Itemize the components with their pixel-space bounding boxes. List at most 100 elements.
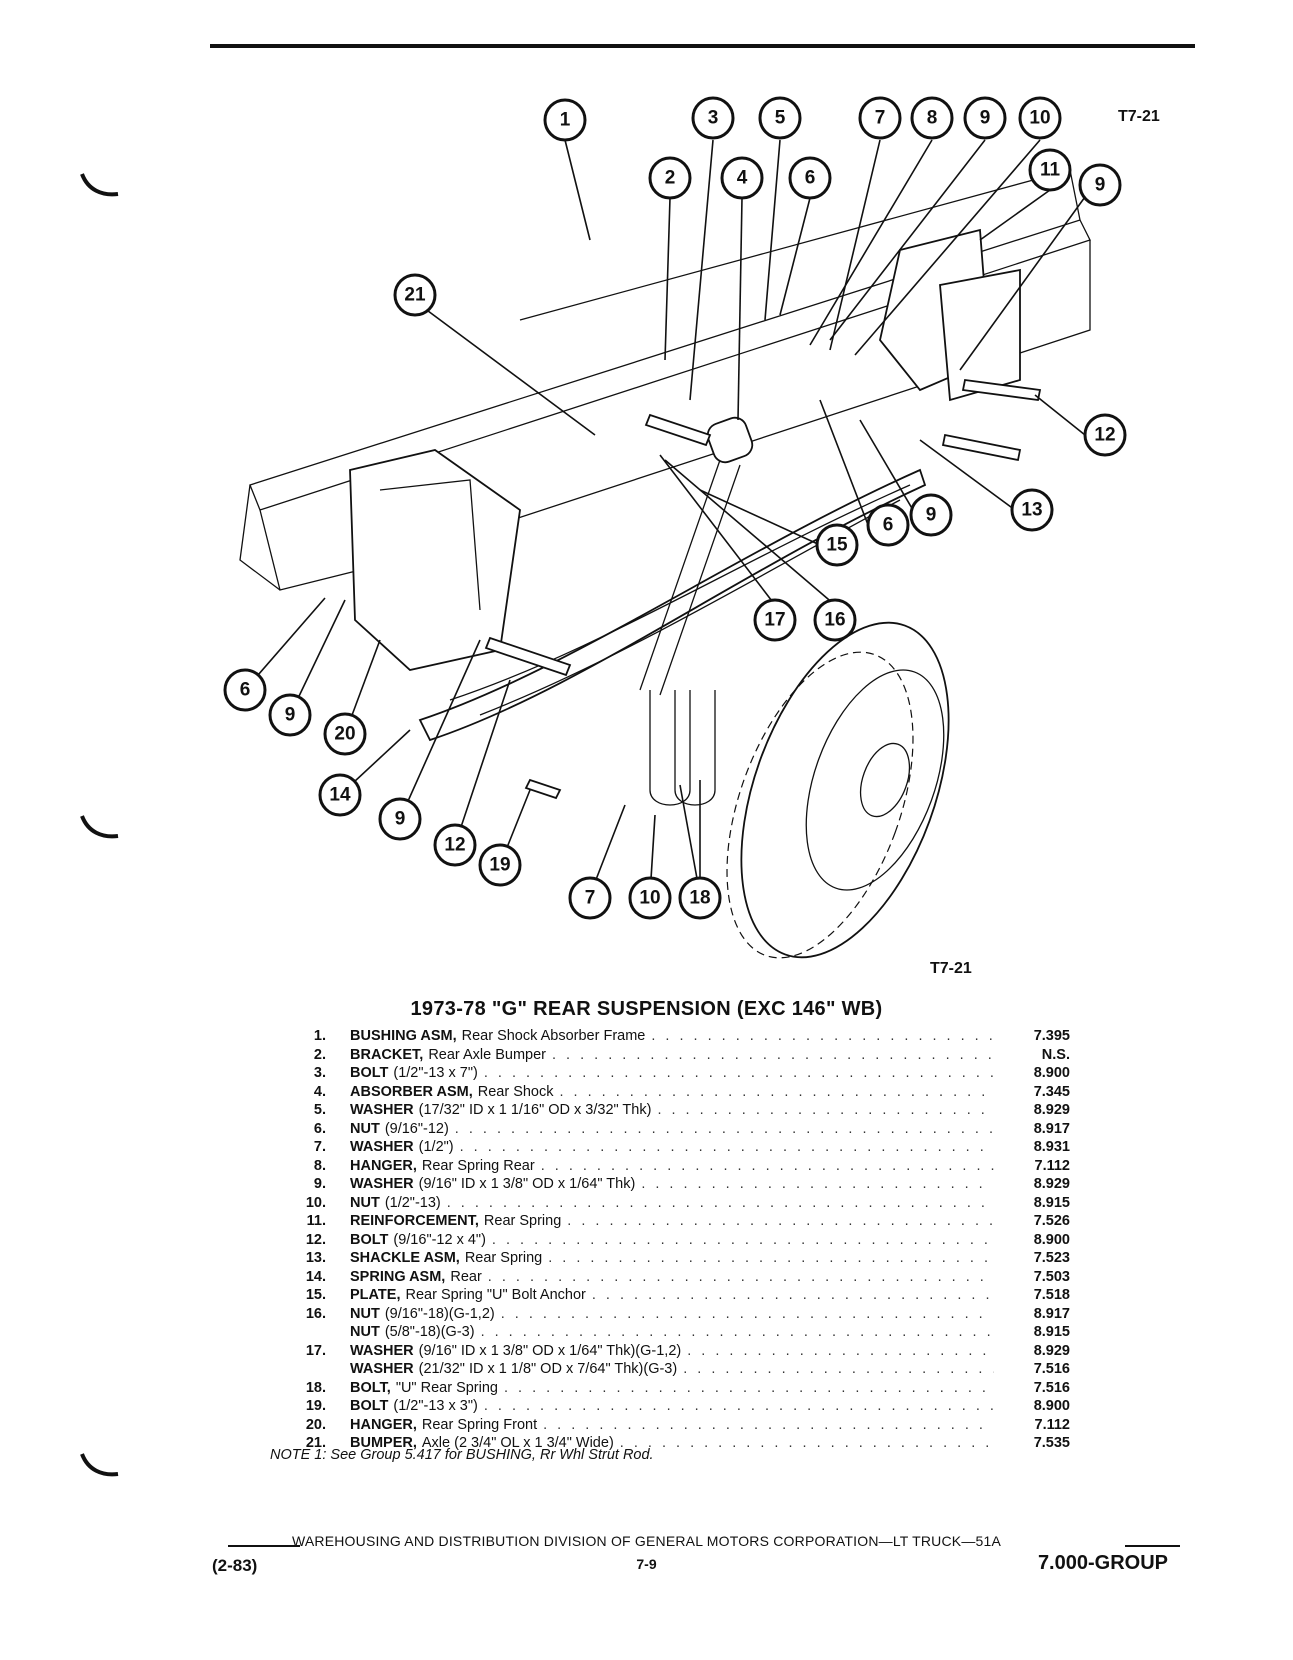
page-title: 1973-78 "G" REAR SUSPENSION (EXC 146" WB… [410, 998, 883, 1020]
callout-12-right: 12 [1083, 413, 1127, 457]
svg-text:12: 12 [1094, 425, 1115, 446]
part-name: WASHER [350, 1176, 414, 1192]
part-number: 6. [313, 1120, 326, 1137]
part-description: (9/16"-18)(G-1,2) [384, 1305, 495, 1322]
part-group-ref: 7.112 [1034, 1416, 1071, 1433]
part-name: WASHER [350, 1361, 414, 1377]
callout-7-bottom: 7 [568, 876, 612, 920]
leader-dots [541, 1157, 994, 1176]
leader-dots [481, 1323, 994, 1342]
svg-text:6: 6 [805, 168, 816, 189]
part-description: "U" Rear Spring [395, 1379, 498, 1396]
svg-text:9: 9 [926, 505, 937, 526]
part-group-ref: 7.112 [1034, 1157, 1071, 1174]
parts-row: 21.BUMPER,Axle (2 3/4" OL x 1 3/4" Wide)… [270, 1434, 1070, 1453]
svg-text:9: 9 [285, 705, 296, 726]
part-number: 20. [305, 1416, 326, 1433]
part-description: Rear Spring Front [421, 1416, 538, 1433]
figure-code-bottom: T7-21 [930, 960, 972, 977]
part-name: ABSORBER ASM, [350, 1083, 473, 1100]
part-group-ref: 8.929 [1033, 1176, 1070, 1192]
parts-row: 6.NUT(9/16"-12)8.917 [270, 1120, 1070, 1139]
suspension-diagram: 1 2 3 4 5 6 7 8 9 10 11 9 21 12 13 15 6 … [220, 90, 1200, 970]
parts-row: 18.BOLT,"U" Rear Spring7.516 [270, 1379, 1070, 1398]
callout-18: 18 [678, 876, 722, 920]
svg-text:15: 15 [826, 535, 848, 556]
leader-dots [484, 1064, 994, 1083]
part-description: (1/2"-13) [384, 1194, 441, 1211]
part-number: 14. [305, 1268, 326, 1285]
part-number: 16. [305, 1305, 326, 1322]
part-number: 5. [313, 1102, 326, 1118]
leader-dots [484, 1397, 994, 1416]
part-name: REINFORCEMENT, [350, 1213, 479, 1229]
svg-text:9: 9 [395, 809, 406, 830]
leader-dots [543, 1416, 994, 1435]
part-number: 12. [305, 1231, 326, 1248]
binder-mark-icon [80, 173, 119, 197]
leader-lines [244, 139, 1091, 896]
callout-10-bottom: 10 [628, 876, 672, 920]
leader-dots [560, 1083, 995, 1102]
footer-date: (2-83) [212, 1556, 258, 1575]
callout-9-bottom: 9 [378, 797, 422, 841]
part-name: NUT [350, 1305, 380, 1322]
svg-text:14: 14 [329, 785, 351, 806]
parts-row: 12.BOLT(9/16"-12 x 4")8.900 [270, 1231, 1070, 1250]
svg-text:6: 6 [240, 680, 251, 701]
part-name: BUMPER, [350, 1435, 417, 1451]
callout-7: 7 [858, 96, 902, 140]
svg-text:20: 20 [334, 724, 355, 745]
part-description: (21/32" ID x 1 1/8" OD x 7/64" Thk)(G-3) [418, 1361, 678, 1377]
callout-13: 13 [1010, 488, 1054, 532]
part-name: HANGER, [350, 1416, 417, 1433]
part-description: Rear [450, 1268, 482, 1285]
callout-17: 17 [753, 598, 797, 642]
part-name: WASHER [350, 1342, 414, 1359]
leader-dots [620, 1434, 994, 1453]
callout-20: 20 [323, 712, 367, 756]
part-group-ref: 8.915 [1033, 1194, 1070, 1211]
part-group-ref: N.S. [1041, 1046, 1070, 1063]
part-description: Rear Shock [477, 1083, 554, 1100]
callout-8: 8 [910, 96, 954, 140]
leader-dots [683, 1360, 994, 1379]
parts-row: 10.NUT(1/2"-13)8.915 [270, 1194, 1070, 1213]
brake-drum-shape [726, 621, 950, 959]
part-number: 15. [305, 1287, 326, 1303]
callout-9-left: 9 [268, 693, 312, 737]
part-number: 3. [313, 1065, 326, 1081]
footer-page-number: 7-9 [636, 1556, 657, 1572]
footnote: NOTE 1: See Group 5.417 for BUSHING, Rr … [270, 1447, 654, 1463]
part-name: BRACKET, [350, 1046, 424, 1063]
footer-rule-right [1125, 1545, 1180, 1547]
part-description: (5/8"-18)(G-3) [384, 1324, 475, 1340]
part-name: SHACKLE ASM, [350, 1250, 460, 1266]
svg-text:18: 18 [689, 888, 710, 909]
parts-row: 13.SHACKLE ASM,Rear Spring7.523 [270, 1249, 1070, 1268]
leader-dots [492, 1231, 994, 1250]
part-number: 2. [313, 1046, 326, 1063]
svg-text:6: 6 [883, 515, 894, 536]
parts-row: 20. HANGER,Rear Spring Front 7.112 [270, 1416, 1070, 1435]
parts-row: 16.NUT(9/16"-18)(G-1,2)8.917 [270, 1305, 1070, 1324]
part-number: 9. [313, 1176, 326, 1192]
part-name: PLATE, [350, 1287, 401, 1303]
svg-text:21: 21 [404, 285, 426, 306]
svg-text:1: 1 [560, 110, 571, 131]
leader-dots [455, 1120, 994, 1139]
callout-5: 5 [758, 96, 802, 140]
svg-text:7: 7 [585, 888, 596, 909]
footer-publisher: WAREHOUSING AND DISTRIBUTION DIVISION OF… [291, 1533, 1002, 1549]
part-name: BOLT [350, 1398, 389, 1414]
svg-text:7: 7 [875, 108, 886, 129]
leader-dots [548, 1249, 994, 1268]
part-description: (17/32" ID x 1 1/16" OD x 3/32" Thk) [418, 1102, 652, 1118]
leader-dots [687, 1342, 994, 1361]
svg-text:12: 12 [444, 835, 465, 856]
part-description: Rear Shock Absorber Frame [461, 1028, 646, 1044]
callout-2: 2 [648, 156, 692, 200]
part-name: BOLT [350, 1231, 389, 1248]
svg-text:3: 3 [708, 108, 719, 129]
part-name: NUT [350, 1120, 380, 1137]
